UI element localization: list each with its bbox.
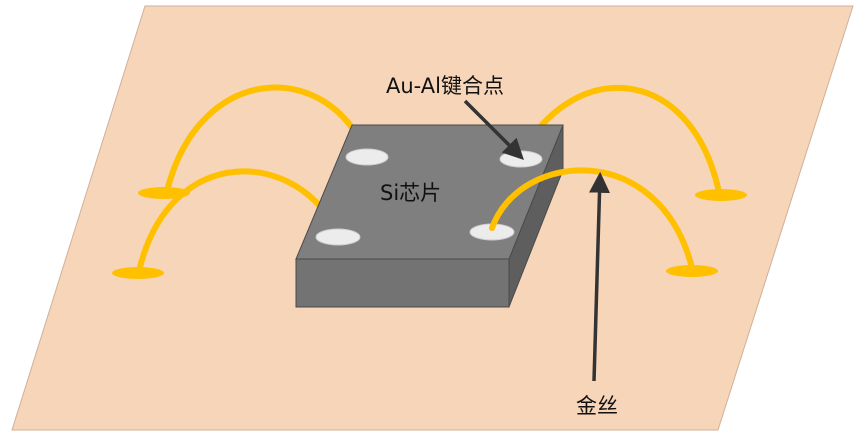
chip-label: Si芯片 bbox=[380, 181, 441, 205]
gold-wire-back-right bbox=[518, 85, 722, 195]
gold-wire-front-right bbox=[489, 167, 695, 271]
bond-point-arrow bbox=[463, 99, 524, 160]
substrate-bond-front-right bbox=[666, 265, 718, 277]
bond-point-label: Au-Al键合点 bbox=[386, 74, 504, 98]
gold-wire-front-left bbox=[136, 168, 340, 274]
chip-front-face bbox=[295, 258, 510, 308]
gold-wire-arrow bbox=[589, 171, 611, 382]
bond-pad-back-right bbox=[499, 150, 543, 168]
bond-pad-front-left bbox=[315, 228, 361, 246]
substrate-bond-front-left bbox=[112, 267, 164, 279]
substrate-bond-back-right bbox=[695, 189, 747, 201]
gold-wire-label: 金丝 bbox=[576, 394, 618, 418]
bond-pad-back-left bbox=[345, 148, 389, 166]
substrate-bond-back-left bbox=[138, 187, 190, 199]
gold-wire-back-left bbox=[164, 84, 369, 194]
